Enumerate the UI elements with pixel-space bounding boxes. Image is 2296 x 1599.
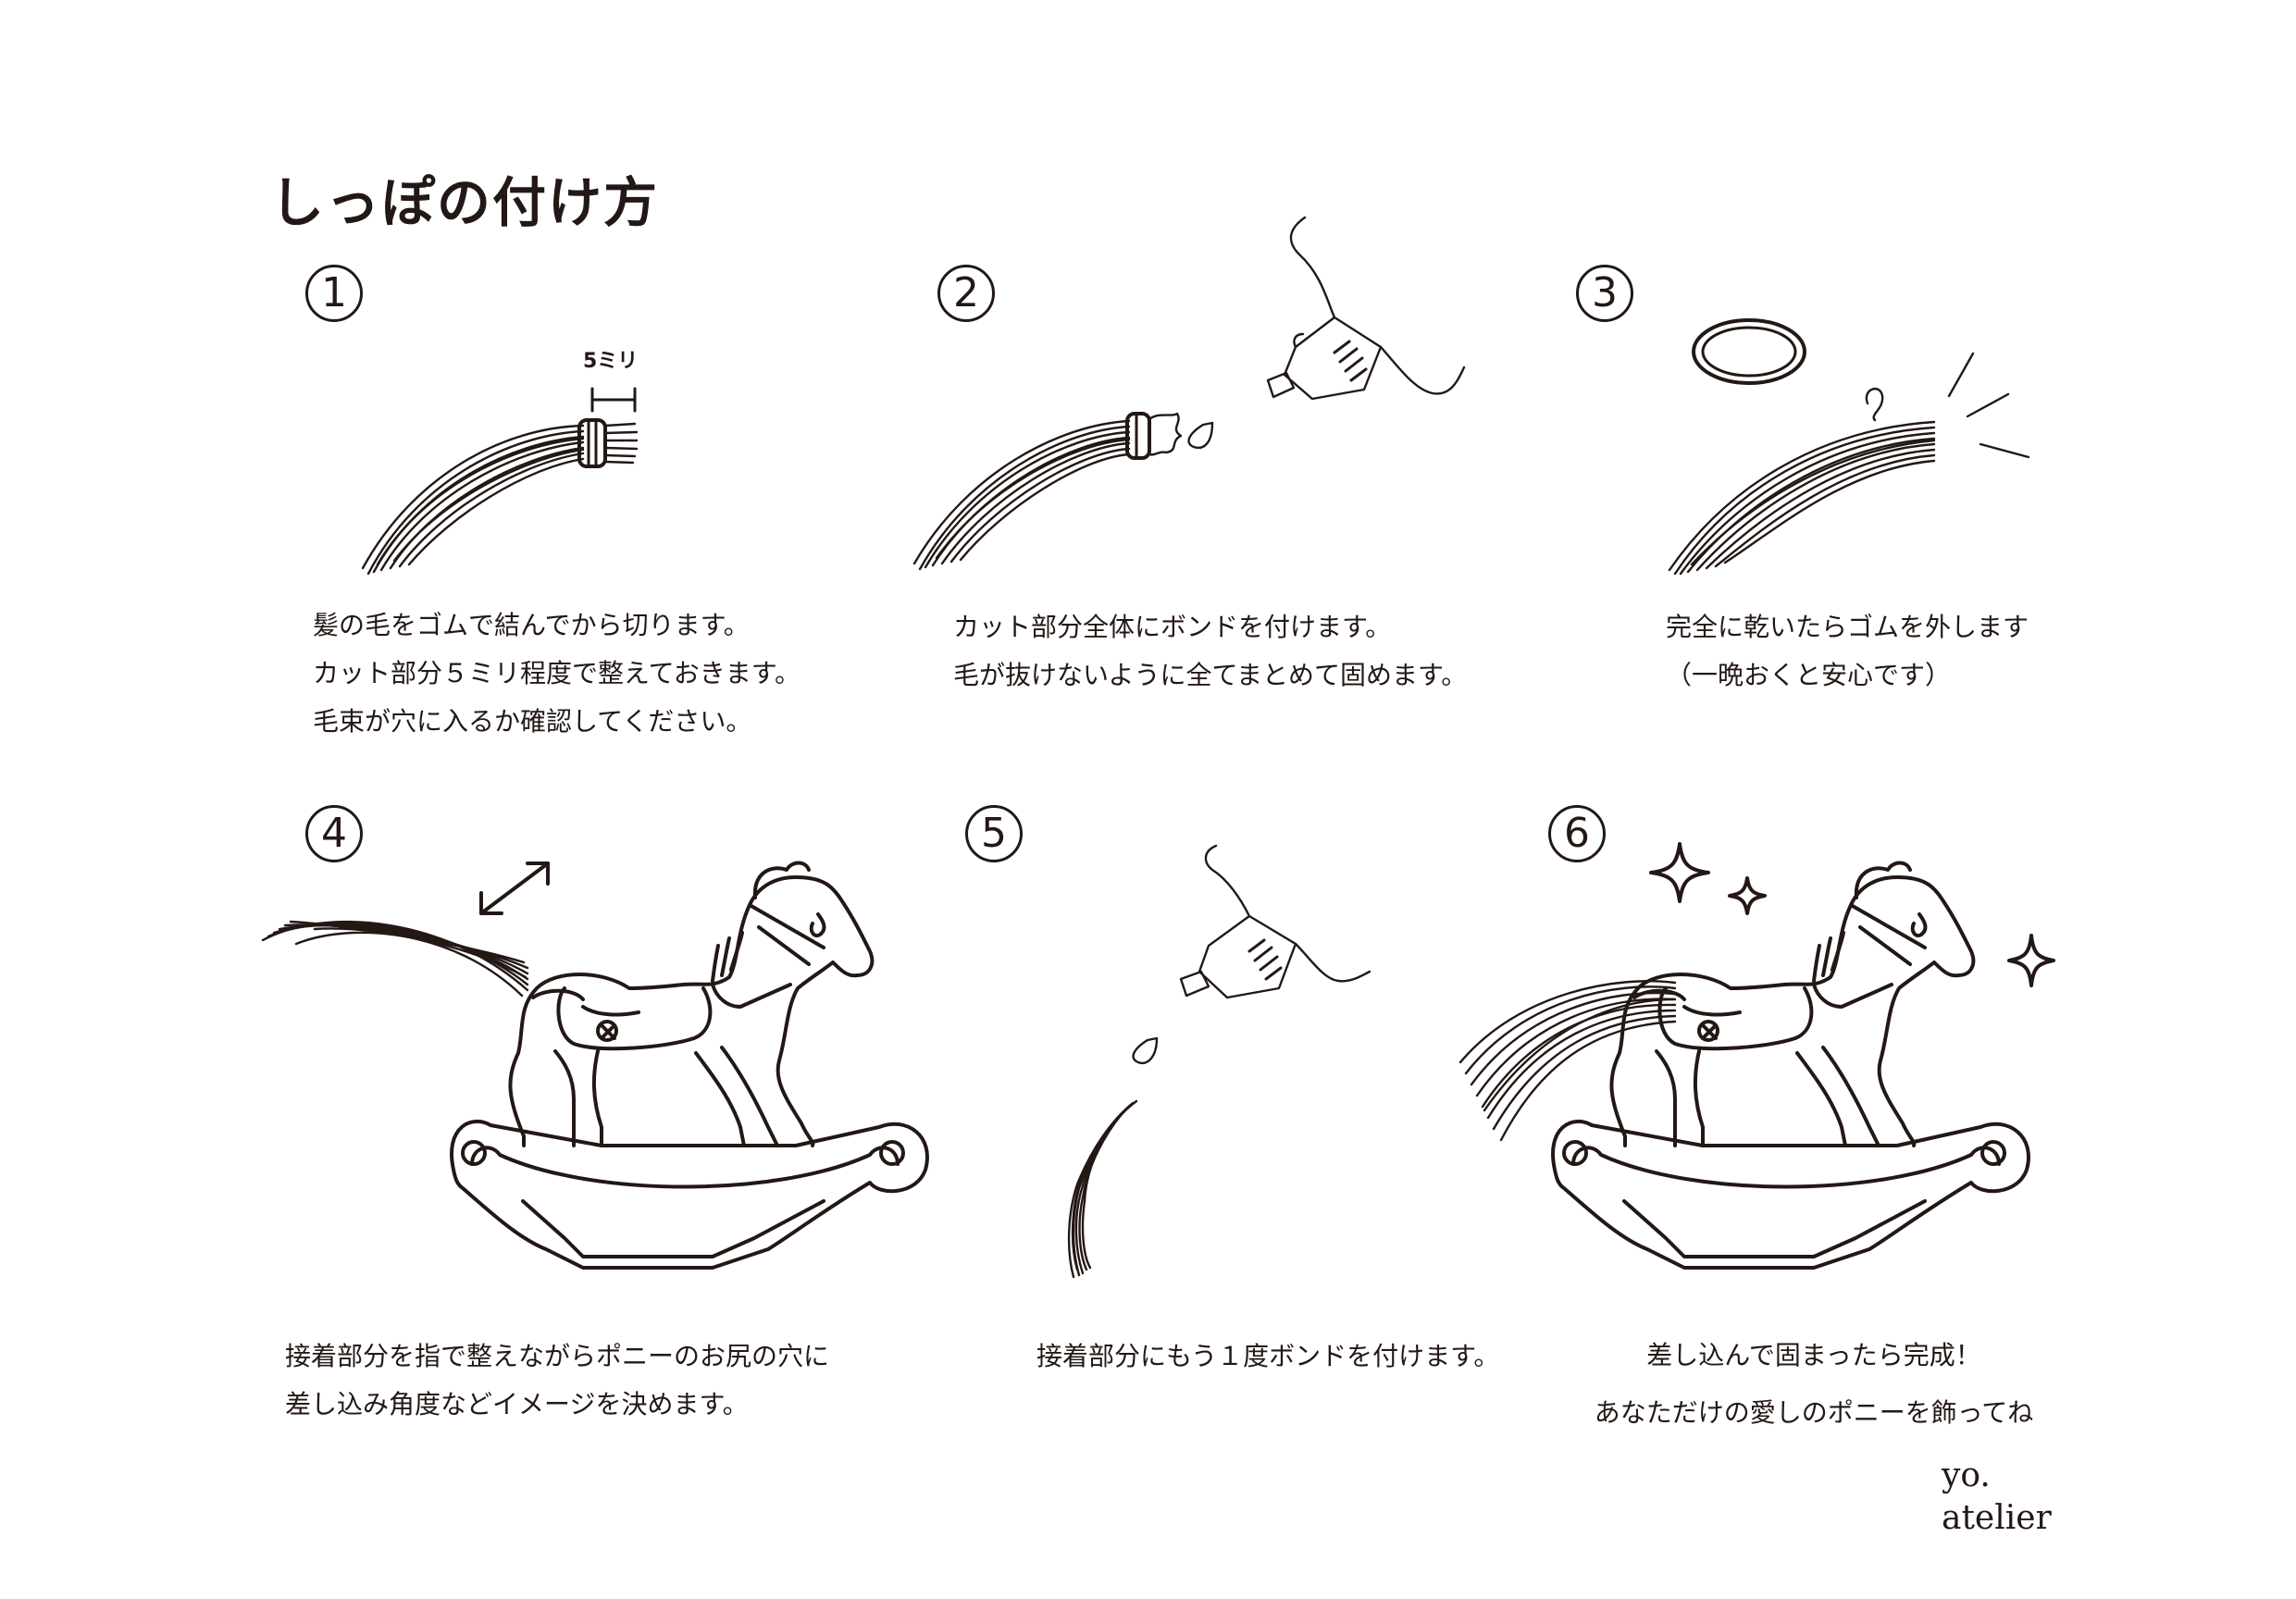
step-4-line-2: 差し込み角度などイメージを決めます。 <box>285 1389 749 1419</box>
glue-on-hair-illustration <box>912 216 1466 571</box>
step-1-line-3: 毛束が穴に入るか確認してください。 <box>313 706 752 737</box>
sparkle-right-icon <box>2007 934 2055 987</box>
step-number-2: 2 <box>937 265 995 322</box>
step-6-caption: 差し込んで固まったら完成！ あなただけの愛しのポニーを飾ってね <box>1555 1327 2073 1442</box>
step-3-caption: 完全に乾いたらゴムを外します （一晩おくと安心です） <box>1666 603 2029 700</box>
step-6-line-1: 差し込んで固まったら完成！ <box>1646 1340 1981 1370</box>
logo-line-1: yo. <box>1942 1456 1991 1494</box>
step-number-5: 5 <box>965 805 1023 862</box>
glue-on-hair-end-illustration <box>1067 844 1371 1279</box>
step-1-line-2: カット部分５ミリ程度で整えておきます。 <box>313 658 800 688</box>
sparkle-large-icon <box>1649 842 1710 903</box>
brand-logo: yo. atelier <box>1942 1455 2052 1540</box>
step-3-line-1: 完全に乾いたらゴムを外します <box>1666 612 2029 642</box>
rocking-horse-illustration-4 <box>450 861 929 1270</box>
step-number-4: 4 <box>305 805 363 862</box>
step-5-line-1: 接着部分にもう１度ボンドを付けます。 <box>1036 1341 1500 1371</box>
step-6-line-2: あなただけの愛しのポニーを飾ってね <box>1594 1397 2034 1428</box>
sparkle-small-icon <box>1728 876 1767 915</box>
logo-line-2: atelier <box>1942 1499 2052 1537</box>
step-2-line-2: 毛が抜けないように全てまとめて固めます。 <box>953 660 1468 690</box>
hair-bundle-tied-illustration <box>361 387 639 576</box>
page-title: しっぽの付け方 <box>270 171 660 234</box>
hair-tail-loose-illustration <box>261 920 529 998</box>
step-number-6: 6 <box>1548 805 1606 862</box>
step-3-line-2: （一晩おくと安心です） <box>1666 660 1952 690</box>
step-1-caption: 髪の毛をゴムで結んでから切ります。 カット部分５ミリ程度で整えておきます。 毛束… <box>313 601 800 746</box>
measure-label: 5ミリ <box>583 350 639 373</box>
step-number-3: 3 <box>1576 265 1633 322</box>
step-2-caption: カット部分全体にボンドを付けます。 毛が抜けないように全てまとめて固めます。 <box>953 603 1467 700</box>
step-4-line-1: 接着部分を指で整えながらポニーのお尻の穴に <box>285 1341 830 1371</box>
rocking-horse-illustration-6 <box>1551 861 2030 1270</box>
step-5-caption: 接着部分にもう１度ボンドを付けます。 <box>1036 1332 1499 1381</box>
dried-hair-illustration <box>1668 318 2030 576</box>
step-4-caption: 接着部分を指で整えながらポニーのお尻の穴に 差し込み角度などイメージを決めます。 <box>285 1332 829 1429</box>
double-arrow-icon <box>479 861 550 915</box>
step-2-line-1: カット部分全体にボンドを付けます。 <box>953 612 1392 642</box>
step-number-1: 1 <box>305 265 363 322</box>
step-1-line-1: 髪の毛をゴムで結んでから切ります。 <box>313 610 750 640</box>
attached-tail-illustration <box>1458 980 1677 1142</box>
